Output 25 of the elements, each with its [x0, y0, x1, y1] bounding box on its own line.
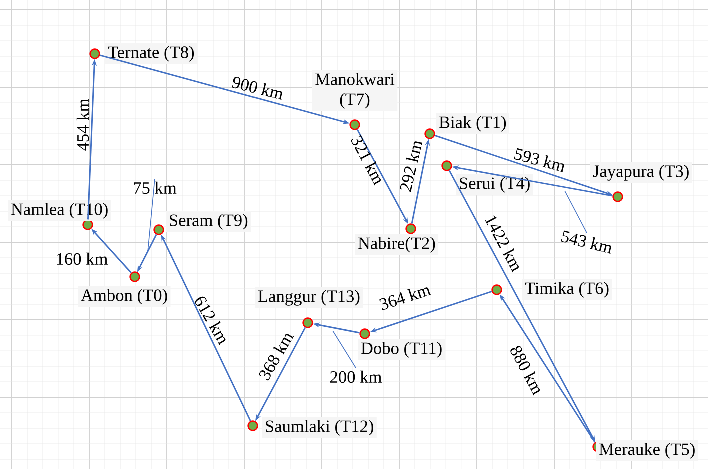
- city-label: Ternate (T8): [105, 43, 198, 65]
- city-label: Nabire(T2): [355, 234, 439, 256]
- city-label: Manokwari (T7): [312, 70, 398, 112]
- edge-label: 593 km: [514, 148, 564, 172]
- edge-label: 612 km: [195, 296, 226, 346]
- city-label: Merauke (T5): [596, 440, 698, 462]
- city-label: Dobo (T11): [358, 339, 446, 361]
- city-label: Saumlaki (T12): [262, 417, 377, 439]
- edge-label: 543 km: [561, 190, 612, 254]
- city-label: Langgur (T13): [255, 287, 364, 309]
- city-label: Jayapura (T3): [590, 162, 692, 184]
- city-label: Ambon (T0): [78, 286, 171, 308]
- edge-label: 1422 km: [485, 216, 519, 273]
- city-label: Timika (T6): [522, 279, 612, 301]
- edge-label: 368 km: [258, 334, 294, 381]
- edge-label: 364 km: [380, 288, 432, 310]
- edge-label: 321 km: [351, 135, 382, 186]
- edge-label: 292 km: [400, 142, 423, 192]
- edge-label: 900 km: [232, 77, 282, 100]
- edge-label: 454 km: [76, 99, 90, 151]
- city-label: Seram (T9): [166, 211, 252, 233]
- city-label: Biak (T1): [436, 113, 510, 135]
- node-label: Jayapura (T3): [593, 165, 689, 181]
- edge-label: 160 km: [57, 252, 108, 266]
- edge-label: 880 km: [510, 346, 540, 396]
